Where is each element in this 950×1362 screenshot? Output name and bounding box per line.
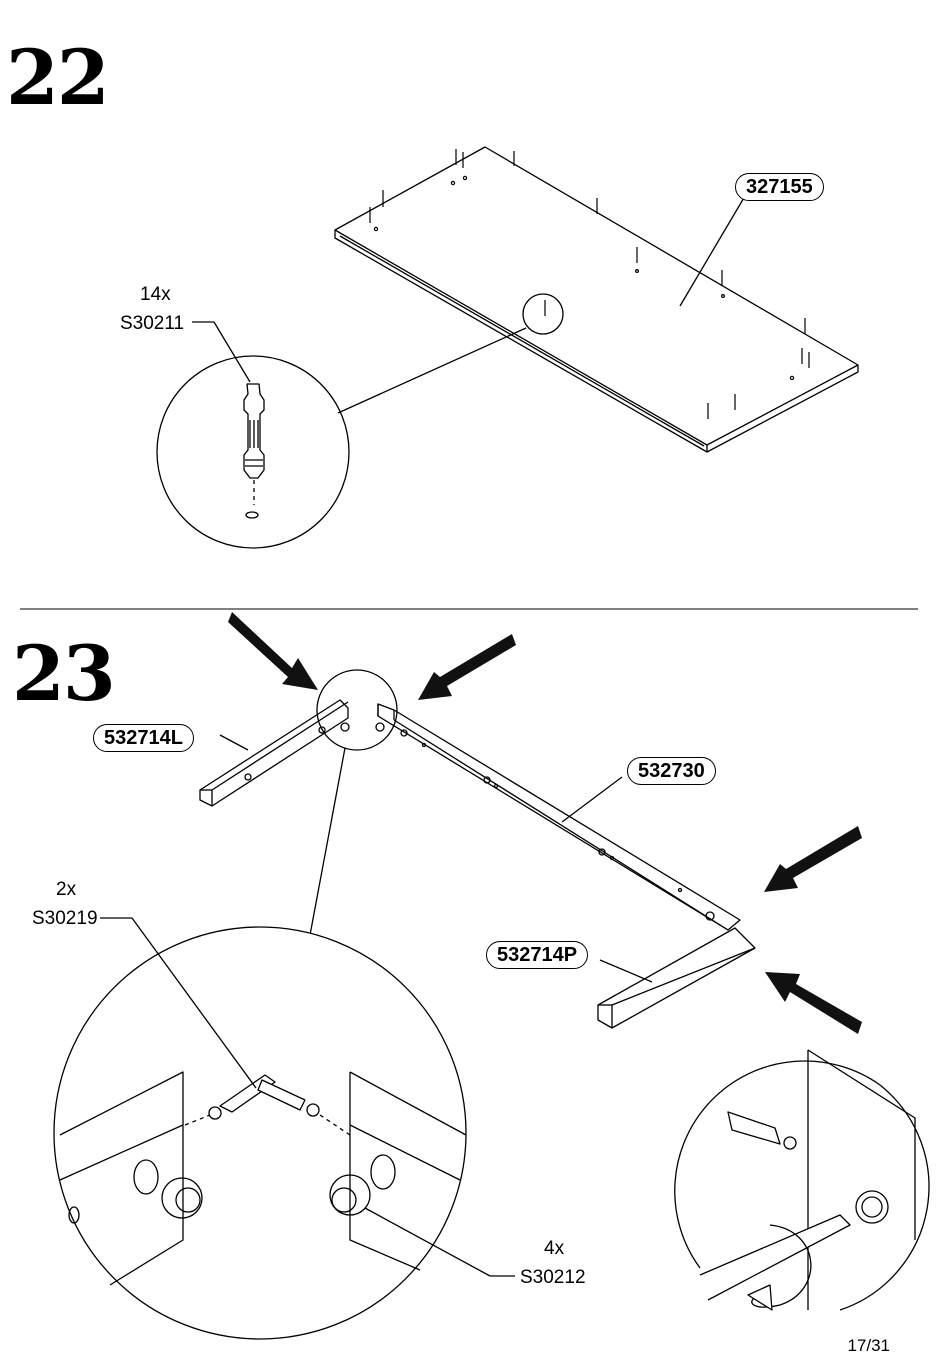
part-label-532714P: 532714P: [486, 941, 589, 969]
detail-marker-23: [316, 669, 398, 751]
detail-marker-22: [522, 293, 564, 335]
panel-327155: [334, 146, 859, 453]
rail-532730: [340, 703, 741, 931]
part-label-532730: 532730: [627, 757, 716, 785]
dowel-pins: [369, 149, 810, 419]
screwdriver-detail: [674, 1049, 930, 1311]
detail-circle-23: [53, 926, 467, 1340]
rail-532714L: [199, 699, 349, 807]
rail-532714P: [597, 911, 756, 1029]
fitting-count-s30219: 2x: [56, 879, 77, 900]
push-arrows: [228, 612, 862, 1034]
part-label-532714L: 532714L: [93, 724, 194, 752]
fitting-code-s30219: S30219: [32, 908, 98, 929]
step-number-22: 22: [6, 33, 110, 122]
cam-bolt-detail: [243, 383, 265, 519]
fitting-code-s30212: S30212: [520, 1267, 586, 1288]
part-label-327155: 327155: [735, 173, 824, 201]
fitting-count-s30212: 4x: [544, 1238, 565, 1259]
corner-joint-detail: [59, 1071, 467, 1286]
page-number: 17/31: [847, 1336, 890, 1355]
step-number-23: 23: [12, 629, 116, 718]
fitting-count-s30211: 14x: [140, 284, 171, 305]
fitting-code-s30211: S30211: [120, 313, 185, 334]
